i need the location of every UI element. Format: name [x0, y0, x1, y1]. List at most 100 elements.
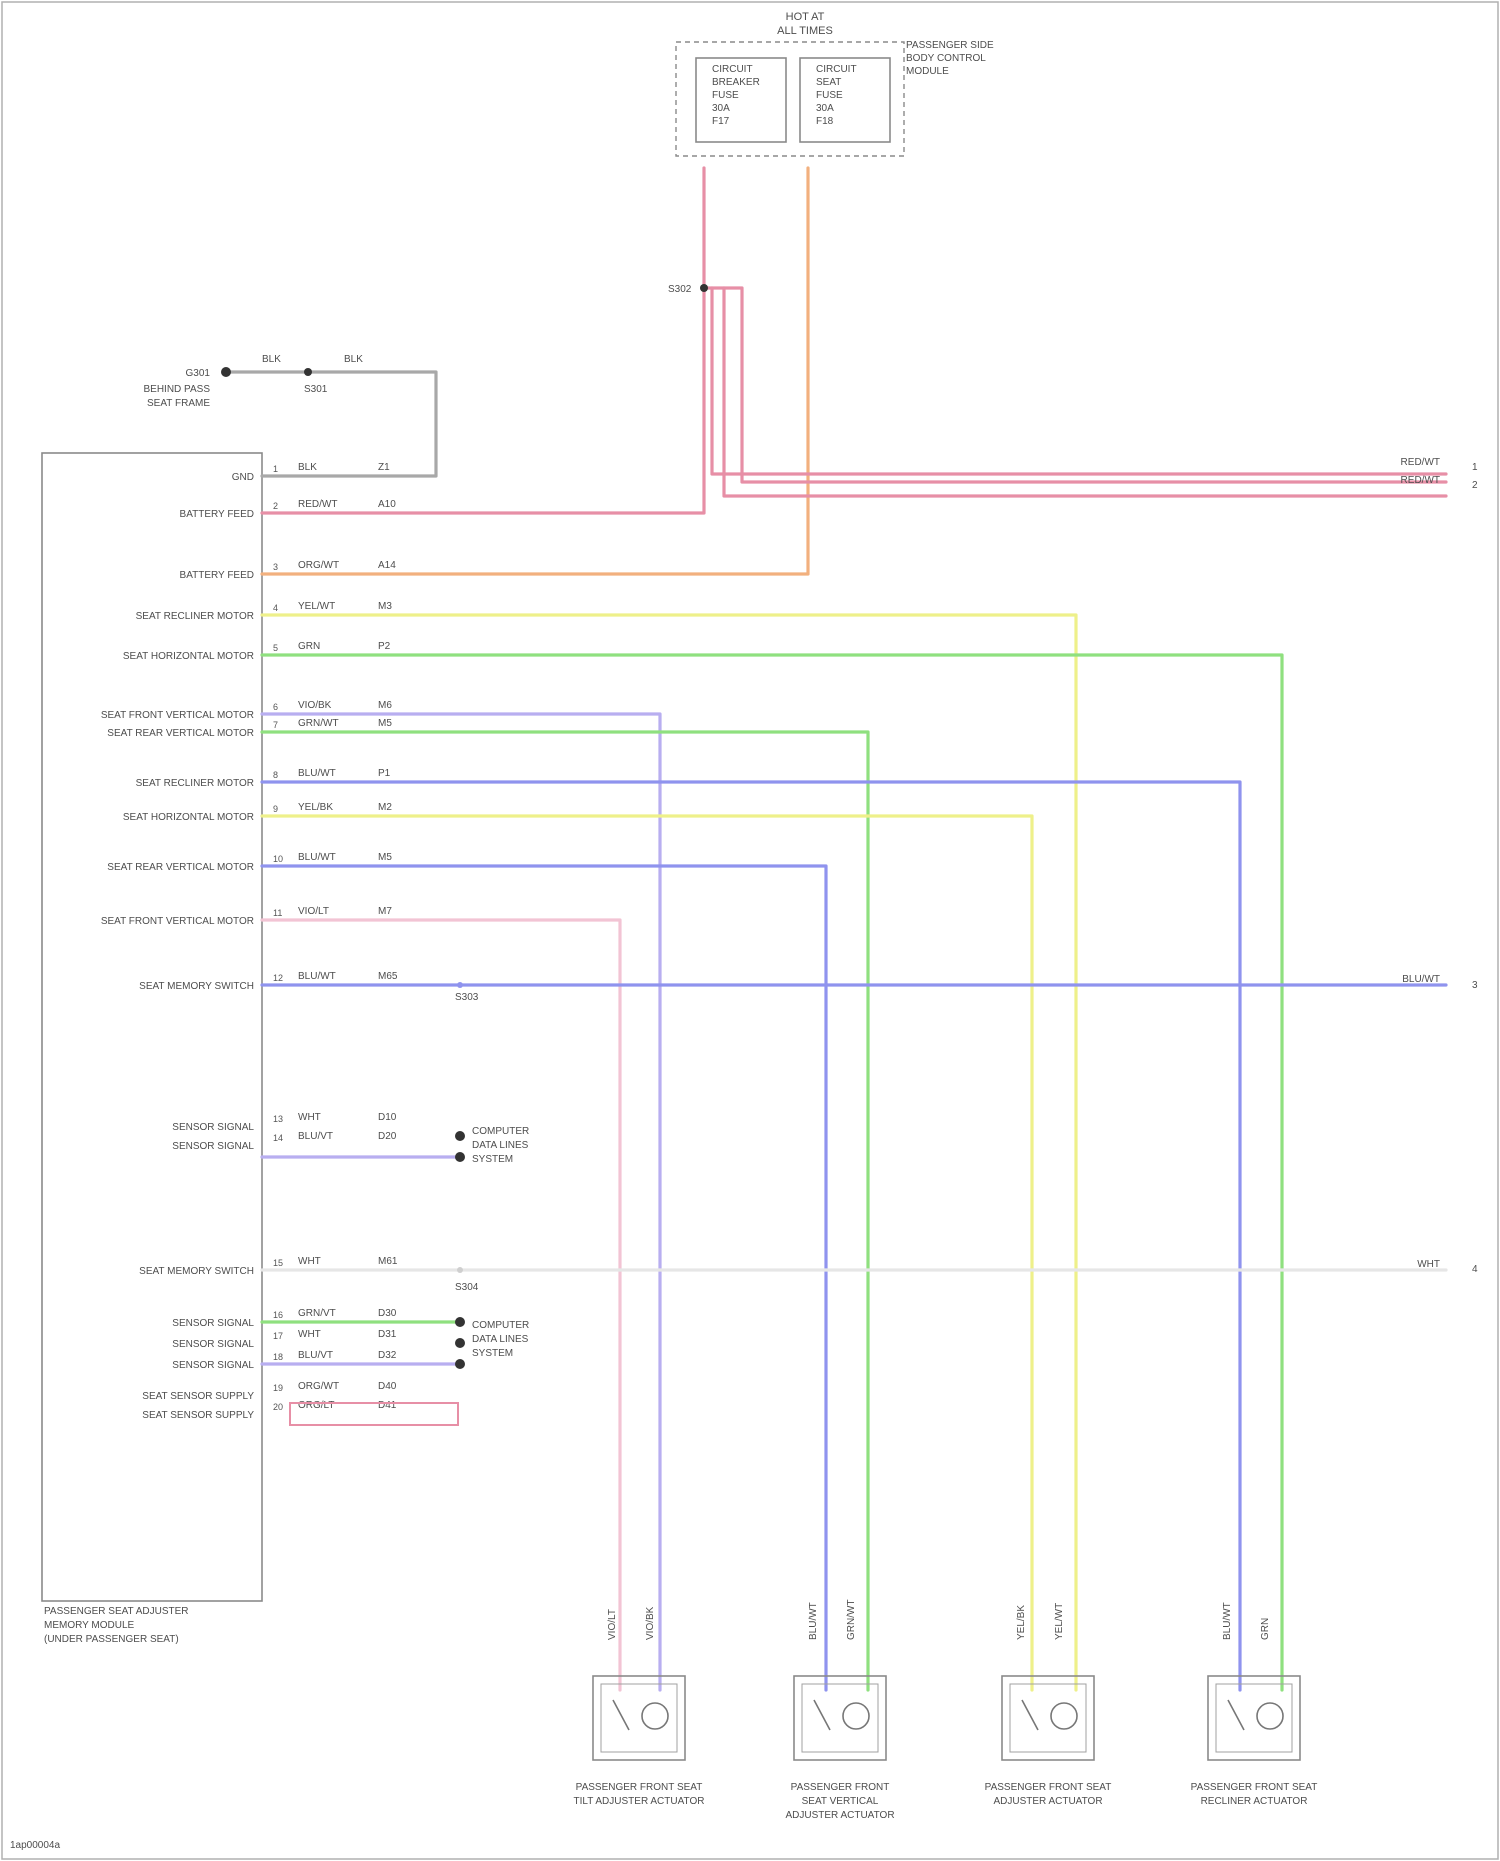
red-splice	[700, 284, 708, 292]
fuse-block-side-label-2: BODY CONTROL	[906, 53, 986, 64]
pin-wire-color: BLU/VT	[298, 1131, 333, 1142]
pin-number: 1	[273, 464, 278, 474]
motor-wire-color-2: VIO/BK	[645, 1606, 656, 1640]
pin-desc: SEAT HORIZONTAL MOTOR	[123, 651, 254, 662]
pin-wire-color: BLU/WT	[298, 768, 336, 779]
ground-wire-2: BLK	[344, 354, 363, 365]
pin-desc: SENSOR SIGNAL	[172, 1360, 254, 1371]
connector-1-dot-b	[455, 1152, 465, 1162]
motor-label-1: PASSENGER FRONT	[791, 1782, 890, 1793]
pin-wire-color: WHT	[298, 1112, 321, 1123]
pin-desc: SEAT FRONT VERTICAL MOTOR	[101, 916, 254, 927]
pin-desc: BATTERY FEED	[180, 570, 254, 581]
right-arrow-4: 4	[1472, 1264, 1478, 1275]
pin-wire-color: BLK	[298, 462, 317, 473]
pin-desc: SEAT HORIZONTAL MOTOR	[123, 812, 254, 823]
motor-label-2: SEAT VERTICAL	[802, 1796, 879, 1807]
splice-label-s2: S302	[668, 284, 692, 295]
pin-wire-color: ORG/WT	[298, 1381, 339, 1392]
right-label-white: WHT	[1417, 1259, 1440, 1270]
white-splice	[457, 1267, 463, 1273]
pin-wire-color: WHT	[298, 1329, 321, 1340]
pin-circuit: D31	[378, 1329, 397, 1340]
pin-desc: SEAT REAR VERTICAL MOTOR	[107, 862, 254, 873]
pin-circuit: D32	[378, 1350, 397, 1361]
motor-wire-color-2: GRN	[1260, 1618, 1271, 1640]
connector-2-label-2: DATA LINES	[472, 1334, 529, 1345]
right-arrow-1: 1	[1472, 462, 1478, 473]
pin-circuit: M5	[378, 718, 392, 729]
pin-number: 19	[273, 1383, 283, 1393]
pin-wire-color: BLU/WT	[298, 971, 336, 982]
fuse-right-line-3: FUSE	[816, 90, 843, 101]
pin-number: 12	[273, 973, 283, 983]
pin-circuit: M2	[378, 802, 392, 813]
connector-1-dot-a	[455, 1131, 465, 1141]
connector-2-label-3: SYSTEM	[472, 1348, 513, 1359]
pin-wire-color: GRN	[298, 641, 320, 652]
fuse-left-line-4: 30A	[712, 103, 730, 114]
pin-desc: SEAT REAR VERTICAL MOTOR	[107, 728, 254, 739]
ground-wire-1: BLK	[262, 354, 281, 365]
pin-desc: SENSOR SIGNAL	[172, 1339, 254, 1350]
pin-desc: SEAT SENSOR SUPPLY	[142, 1410, 254, 1421]
pin-circuit: D10	[378, 1112, 397, 1123]
pin-circuit: P2	[378, 641, 391, 652]
pin-number: 2	[273, 501, 278, 511]
pin-number: 4	[273, 603, 278, 613]
splice-label-s4: S304	[455, 1282, 479, 1293]
right-label-blue: BLU/WT	[1402, 974, 1440, 985]
motor-wire-color-2: GRN/WT	[846, 1599, 857, 1640]
right-arrow-2: 2	[1472, 480, 1478, 491]
figure-id: 1ap00004a	[10, 1840, 60, 1851]
pin-desc: SENSOR SIGNAL	[172, 1141, 254, 1152]
pin-wire-color: YEL/BK	[298, 802, 333, 813]
fuse-block-side-label-1: PASSENGER SIDE	[906, 40, 994, 51]
pin-number: 10	[273, 854, 283, 864]
ground-label-1: G301	[186, 368, 211, 379]
pin-wire-color: YEL/WT	[298, 601, 335, 612]
pin-number: 14	[273, 1133, 283, 1143]
pin-circuit: A10	[378, 499, 396, 510]
fuse-left-line-2: BREAKER	[712, 77, 760, 88]
ground-label-2a: BEHIND PASS	[144, 384, 211, 395]
right-label-red-1: RED/WT	[1401, 457, 1440, 468]
right-label-red-2: RED/WT	[1401, 475, 1440, 486]
pin-wire-color: GRN/VT	[298, 1308, 336, 1319]
connector-2-dot-a	[455, 1317, 465, 1327]
ground-point	[221, 367, 231, 377]
fuse-block-title-1: HOT AT	[786, 11, 825, 23]
splice-label-s3: S303	[455, 992, 479, 1003]
motor-wire-color-1: VIO/LT	[607, 1609, 618, 1640]
connector-1-label-2: DATA LINES	[472, 1140, 529, 1151]
motor-label-2: TILT ADJUSTER ACTUATOR	[574, 1796, 705, 1807]
fuse-block-title-2: ALL TIMES	[777, 25, 833, 37]
pin-circuit: Z1	[378, 462, 390, 473]
pin-desc: SEAT MEMORY SWITCH	[139, 1266, 254, 1277]
pin-desc: SENSOR SIGNAL	[172, 1122, 254, 1133]
pin-wire-color: VIO/BK	[298, 700, 332, 711]
connector-2-dot-c	[455, 1359, 465, 1369]
pin-number: 20	[273, 1402, 283, 1412]
pin-wire-color: RED/WT	[298, 499, 337, 510]
fuse-right-line-2: SEAT	[816, 77, 841, 88]
pin-circuit: M6	[378, 700, 392, 711]
pin-circuit: P1	[378, 768, 391, 779]
motor-wire-color-1: YEL/BK	[1016, 1605, 1027, 1640]
fuse-right-line-1: CIRCUIT	[816, 64, 857, 75]
pin-desc: SEAT FRONT VERTICAL MOTOR	[101, 710, 254, 721]
pin-circuit: D30	[378, 1308, 397, 1319]
splice-label-s1: S301	[304, 384, 328, 395]
pin-circuit: M61	[378, 1256, 398, 1267]
pin-circuit: M65	[378, 971, 398, 982]
pin-wire-color: VIO/LT	[298, 906, 329, 917]
pin-number: 8	[273, 770, 278, 780]
motor-label-2: RECLINER ACTUATOR	[1201, 1796, 1308, 1807]
right-arrow-3: 3	[1472, 980, 1478, 991]
motor-label-1: PASSENGER FRONT SEAT	[985, 1782, 1112, 1793]
pin-circuit: D40	[378, 1381, 397, 1392]
pin-wire-color: GRN/WT	[298, 718, 339, 729]
pin-wire-color: BLU/VT	[298, 1350, 333, 1361]
